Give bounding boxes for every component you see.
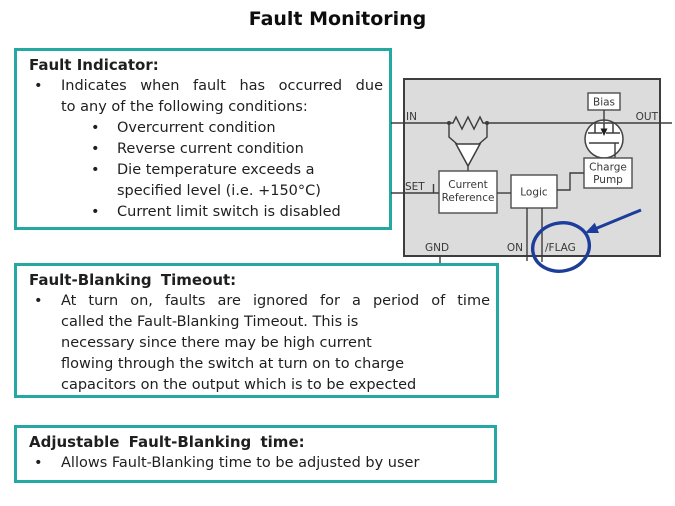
- bullet-icon: •: [34, 293, 43, 309]
- sub-bullet-item: • Die temperature exceeds a specified le…: [17, 160, 389, 202]
- mosfet-body-arrow-icon: [600, 128, 608, 136]
- fault-indicator-heading: Fault Indicator:: [29, 56, 159, 74]
- bullet-line: flowing through the switch at turn on to…: [61, 356, 405, 372]
- logic-to-chargepump-wire: [557, 172, 584, 191]
- bullet-line: Indicates when fault has occurred due: [61, 78, 383, 94]
- annotation-arrow-icon: [585, 222, 599, 233]
- bullet-icon: •: [91, 204, 100, 220]
- sense-wires: [448, 123, 488, 145]
- set-pin-label: SET: [405, 181, 425, 193]
- flag-highlight-ellipse: [530, 221, 592, 273]
- adjustable-fault-blanking-heading: Adjustable Fault-Blanking time:: [29, 433, 305, 451]
- current-reference-block: [438, 170, 498, 214]
- current-reference-label: Reference: [442, 192, 495, 204]
- flag-pin-label: /FLAG: [545, 242, 576, 254]
- bullet-line: called the Fault-Blanking Timeout. This …: [61, 314, 359, 330]
- out-pin-label: OUT: [636, 111, 659, 123]
- adjustable-fault-blanking-box: Adjustable Fault-Blanking time: • Allows…: [14, 425, 497, 483]
- on-pin-label: ON: [507, 242, 523, 254]
- fault-blanking-timeout-box: Fault-Blanking Timeout: • At turn on, fa…: [14, 263, 499, 398]
- bullet-text: Indicates when fault has occurred due to…: [61, 76, 383, 118]
- gnd-pin-label: GND: [425, 242, 449, 254]
- logic-label: Logic: [520, 187, 548, 199]
- annotation-arrow-shaft: [595, 208, 642, 230]
- bullet-line: capacitors on the output which is to be …: [61, 377, 417, 393]
- bullet-icon: •: [34, 455, 43, 471]
- sub-bullet-item: • Overcurrent condition: [17, 118, 389, 139]
- bullet-text: At turn on, faults are ignored for a per…: [61, 291, 490, 396]
- bullet-item: • At turn on, faults are ignored for a p…: [17, 291, 496, 396]
- comparator-icon: [454, 143, 482, 168]
- sub-bullet-line: Die temperature exceeds a: [117, 162, 315, 178]
- bullet-icon: •: [91, 141, 100, 157]
- sub-bullet-item: • Reverse current condition: [17, 139, 389, 160]
- logic-block: [510, 174, 558, 209]
- sub-bullet-line: Current limit switch is disabled: [117, 204, 341, 220]
- current-reference-label: Current: [448, 179, 487, 191]
- sub-bullet-item: • Current limit switch is disabled: [17, 202, 389, 223]
- bullet-item: • Allows Fault-Blanking time to be adjus…: [17, 453, 494, 474]
- bullet-icon: •: [34, 78, 43, 94]
- mosfet-channel-stubs: [594, 123, 614, 133]
- charge-pump-block: [583, 157, 633, 189]
- fault-indicator-box: Fault Indicator: • Indicates when fault …: [14, 48, 392, 230]
- charge-pump-label: Pump: [593, 174, 623, 186]
- bullet-line: Allows Fault-Blanking time to be adjuste…: [61, 455, 420, 471]
- resistor-icon: [449, 115, 487, 131]
- sub-bullet-line: Reverse current condition: [117, 141, 304, 157]
- sub-bullet-line: specified level (i.e. +150°C): [117, 183, 321, 199]
- bullet-line: necessary since there may be high curren…: [61, 335, 372, 351]
- bullet-icon: •: [91, 162, 100, 178]
- page-title: Fault Monitoring: [248, 8, 427, 30]
- sub-bullet-line: Overcurrent condition: [117, 120, 276, 136]
- block-diagram: Bias Charge Pump Current Reference Logic…: [391, 78, 672, 273]
- in-pin-label: IN: [406, 111, 417, 123]
- bias-label: Bias: [593, 97, 615, 109]
- fault-blanking-heading: Fault-Blanking Timeout:: [29, 271, 237, 289]
- charge-pump-label: Charge: [589, 162, 627, 174]
- bullet-line: to any of the following conditions:: [61, 99, 308, 115]
- bullet-icon: •: [91, 120, 100, 136]
- bullet-item: • Indicates when fault has occurred due …: [17, 76, 389, 118]
- bullet-line: At turn on, faults are ignored for a per…: [61, 293, 490, 309]
